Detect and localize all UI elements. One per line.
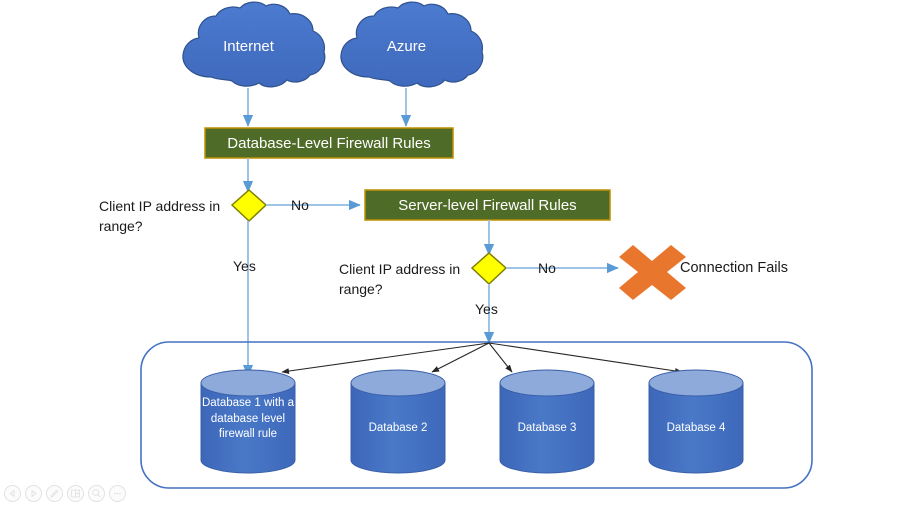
database-level-firewall-rules-label: Database-Level Firewall Rules (227, 134, 431, 152)
server-level-ip-check-question: Client IP address in range? (339, 261, 461, 298)
grid-layout-icon (71, 489, 80, 498)
internet-cloud (182, 1, 326, 88)
server-level-firewall-rules-rect (364, 189, 611, 221)
azure-cloud-label: Azure (386, 38, 427, 55)
arrow-junction-to-database4 (488, 342, 683, 374)
database-level-ip-check-yes-label: Yes (233, 258, 256, 274)
azure-cloud (340, 1, 484, 88)
ellipsis-icon (114, 492, 121, 495)
pen-button[interactable] (46, 485, 63, 502)
arrow-junction-to-database3 (488, 342, 513, 373)
database-2-label: Database 2 (368, 422, 428, 434)
database-level-ip-check-question: Client IP address in range? (99, 198, 221, 235)
database-2-cylinder (350, 369, 446, 474)
next-button[interactable] (25, 485, 42, 502)
arrow-junction-to-database2 (431, 342, 490, 373)
internet-cloud-label: Internet (223, 38, 274, 55)
database-group-container (140, 341, 813, 489)
zoom-button[interactable] (88, 485, 105, 502)
server-level-firewall-rules-label: Server-level Firewall Rules (398, 196, 577, 214)
triangle-left-icon (9, 489, 15, 498)
server-level-ip-check-no-label: No (538, 260, 556, 276)
database-4-cylinder (648, 369, 744, 474)
x-mark-icon (619, 245, 686, 300)
database-level-firewall-rules-rect (204, 127, 454, 159)
database-level-ip-check-no-label: No (291, 197, 309, 213)
previous-button[interactable] (4, 485, 21, 502)
triangle-right-icon (31, 489, 37, 498)
server-level-ip-check-yes-label: Yes (475, 301, 498, 317)
database-3-label: Database 3 (517, 422, 577, 434)
database-4-label: Database 4 (666, 422, 726, 434)
connection-fails-label: Connection Fails (680, 260, 788, 276)
layout-button[interactable] (67, 485, 84, 502)
server-level-firewall-rules-box[interactable]: Server-level Firewall Rules (365, 190, 610, 220)
database-3-cylinder (499, 369, 595, 474)
arrow-junction-to-database1 (281, 342, 490, 374)
database-1-label: Database 1 with a database level firewal… (201, 397, 295, 441)
pen-icon (50, 489, 59, 498)
more-button[interactable] (109, 485, 126, 502)
database-1-cylinder (200, 369, 296, 474)
database-level-firewall-rules-box[interactable]: Database-Level Firewall Rules (205, 128, 453, 158)
viewer-toolbar (4, 485, 126, 502)
magnifier-icon (92, 489, 101, 498)
